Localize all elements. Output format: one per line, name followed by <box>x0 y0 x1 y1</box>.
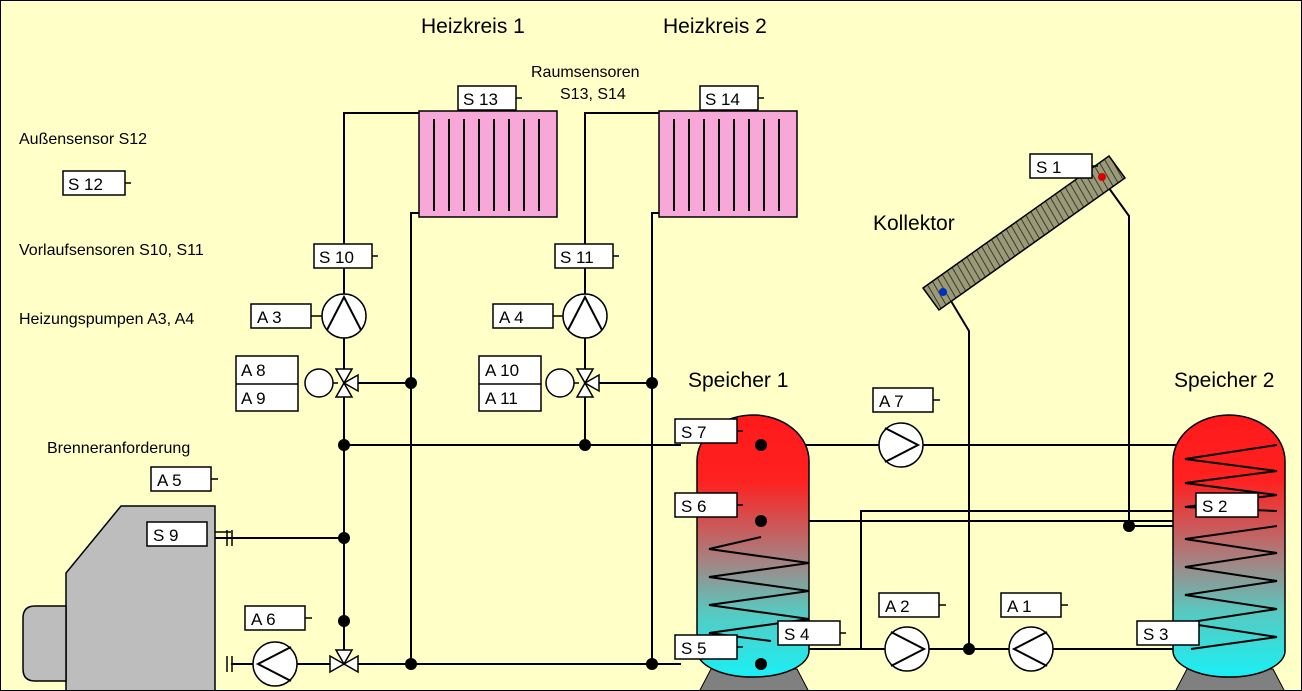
sensor-s5: S 5 <box>674 634 743 660</box>
kollektor-label: Kollektor <box>873 212 955 235</box>
output-a11-label: A 11 <box>485 389 518 408</box>
output-a5-label: A 5 <box>157 471 182 490</box>
output-a6: A 6 <box>244 605 312 631</box>
boiler <box>22 505 233 690</box>
speicher-2-tank <box>1172 414 1286 690</box>
sensor-s9-label: S 9 <box>153 526 179 545</box>
pump-a3 <box>321 293 367 339</box>
output-a10-label: A 10 <box>485 361 519 380</box>
sensor-s1: S 1 <box>1029 153 1098 179</box>
sensor-s12-label: S 12 <box>68 175 103 194</box>
sensor-s3-label: S 3 <box>1143 625 1169 644</box>
output-a1: A 1 <box>1000 592 1068 618</box>
sensor-s7-label: S 7 <box>681 423 707 442</box>
sensor-s5-label: S 5 <box>681 639 707 658</box>
output-a5: A 5 <box>150 466 218 492</box>
output-a8-label: A 8 <box>241 361 266 380</box>
sensor-s2-label: S 2 <box>1202 497 1228 516</box>
pump-a4 <box>562 293 608 339</box>
sensor-s4: S 4 <box>777 620 846 646</box>
junctions <box>338 377 1135 670</box>
speicher-1-tank <box>696 414 810 690</box>
output-a2-label: A 2 <box>885 597 910 616</box>
sensor-s9: S 9 <box>146 521 208 547</box>
sensor-s2: S 2 <box>1195 492 1259 518</box>
raumsensoren-label: Raumsensoren <box>531 64 640 81</box>
sensor-s4-label: S 4 <box>784 625 810 644</box>
mixer-valve-hk2 <box>545 368 600 398</box>
output-a1-label: A 1 <box>1007 597 1032 616</box>
raumsensoren-ids: S13, S14 <box>560 86 626 103</box>
vorlaufsensoren-label: Vorlaufsensoren S10, S11 <box>19 242 204 259</box>
sensor-s1-label: S 1 <box>1036 158 1062 177</box>
heizungspumpen-label: Heizungspumpen A3, A4 <box>19 311 194 328</box>
mixer-valve-hk1 <box>304 368 359 398</box>
sensor-s11: S 11 <box>554 243 619 269</box>
brenneranforderung-label: Brenneranforderung <box>47 440 190 457</box>
output-a8-a9: A 8 A 9 <box>235 355 299 412</box>
output-a7: A 7 <box>872 387 940 413</box>
sensor-s13-label: S 13 <box>463 90 498 109</box>
output-a3: A 3 <box>250 303 322 329</box>
sensor-s10-label: S 10 <box>319 248 354 267</box>
output-a7-label: A 7 <box>879 392 904 411</box>
sensor-s10: S 10 <box>313 243 378 269</box>
speicher-2-label: Speicher 2 <box>1174 369 1274 392</box>
speicher-1-label: Speicher 1 <box>688 369 788 392</box>
sensor-s11-label: S 11 <box>560 248 594 267</box>
pump-a1 <box>1008 626 1054 672</box>
sensor-s13: S 13 <box>457 85 522 111</box>
output-a4-label: A 4 <box>499 308 524 327</box>
output-a3-label: A 3 <box>257 308 282 327</box>
pump-a2 <box>884 626 930 672</box>
return-valve <box>329 649 359 674</box>
sensor-s6-label: S 6 <box>681 497 707 516</box>
sensor-s14-label: S 14 <box>705 90 740 109</box>
radiator-heizkreis-1 <box>418 110 558 218</box>
sensor-s3: S 3 <box>1136 620 1200 646</box>
output-a9-label: A 9 <box>241 389 266 408</box>
sensor-s12: S 12 <box>62 170 131 196</box>
pump-a6 <box>252 641 298 687</box>
radiator-heizkreis-2 <box>658 110 798 218</box>
pump-a7 <box>878 422 924 468</box>
sensor-s6: S 6 <box>674 492 743 518</box>
output-a10-a11: A 10 A 11 <box>478 355 542 412</box>
output-a4: A 4 <box>492 303 563 329</box>
output-a6-label: A 6 <box>251 610 276 629</box>
aussensensor-label: Außensensor S12 <box>19 131 147 148</box>
sensor-s14: S 14 <box>699 85 764 111</box>
output-a2: A 2 <box>878 592 946 618</box>
collector <box>921 154 1127 312</box>
heizkreis-2-title: Heizkreis 2 <box>663 15 767 38</box>
heizkreis-1-title: Heizkreis 1 <box>421 15 525 38</box>
sensor-s7: S 7 <box>674 418 743 444</box>
